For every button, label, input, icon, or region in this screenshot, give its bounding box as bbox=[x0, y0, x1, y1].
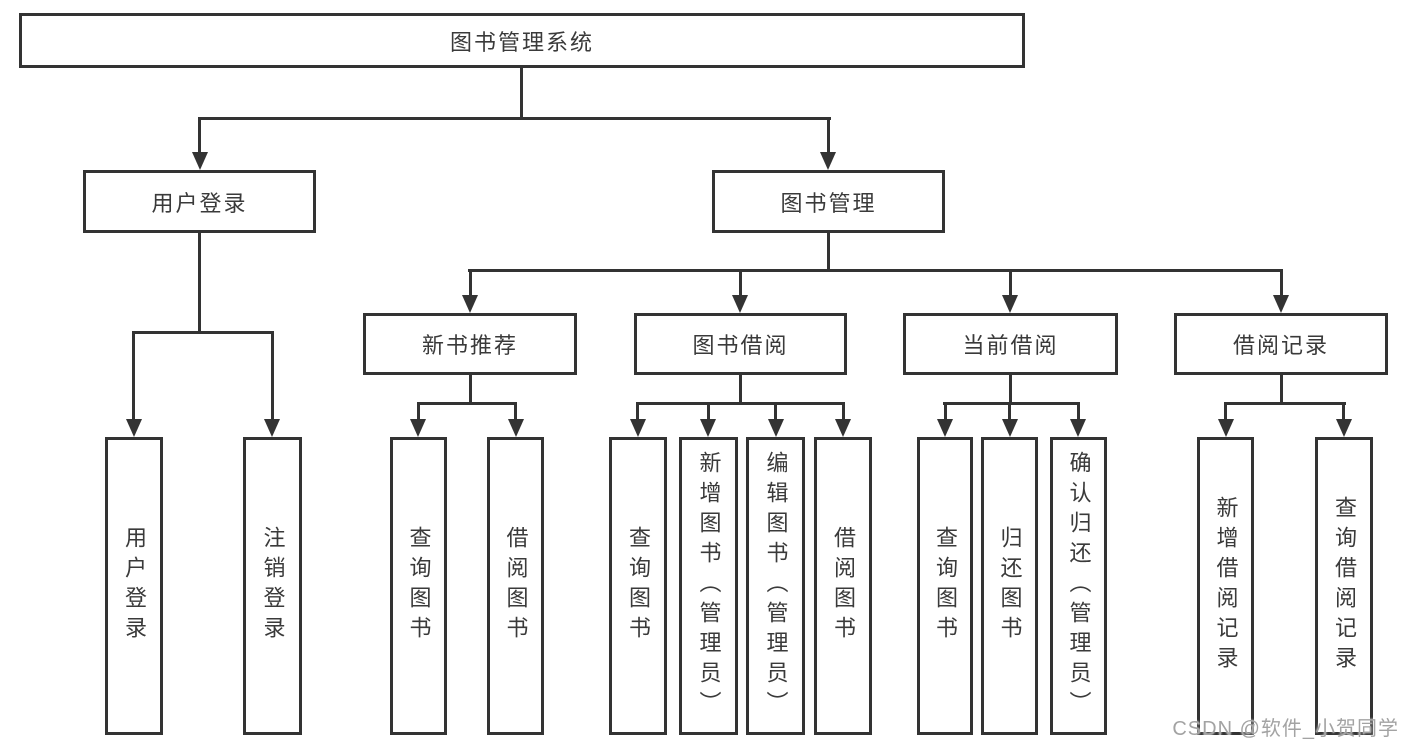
connector-vline bbox=[1280, 375, 1283, 404]
connector-hline bbox=[417, 402, 517, 405]
node-edit-books-admin: 编辑图书（管理员） bbox=[746, 437, 805, 735]
connector-vline bbox=[1280, 269, 1283, 297]
node-return-books: 归还图书 bbox=[981, 437, 1038, 735]
node-current-borrowing: 当前借阅 bbox=[903, 313, 1118, 375]
node-library-management-system: 图书管理系统 bbox=[19, 13, 1025, 68]
connector-hline bbox=[468, 269, 1282, 272]
node-label: 图书管理系统 bbox=[449, 29, 594, 55]
node-label: 图书借阅 bbox=[692, 333, 789, 358]
arrowhead-down-icon bbox=[732, 295, 748, 313]
connector-vline bbox=[1077, 402, 1080, 419]
arrowhead-down-icon bbox=[462, 295, 478, 313]
node-query-books-borrowing: 查询图书 bbox=[609, 437, 667, 735]
connector-vline bbox=[1009, 375, 1012, 404]
node-logout-action: 注销登录 bbox=[243, 437, 302, 735]
connector-vline bbox=[514, 402, 517, 419]
node-label: 用户登录 bbox=[151, 190, 248, 216]
connector-vline bbox=[739, 375, 742, 404]
connector-vline bbox=[842, 402, 845, 419]
node-label: 查询图书 bbox=[933, 526, 958, 646]
arrowhead-down-icon bbox=[1336, 419, 1352, 437]
node-label: 归还图书 bbox=[997, 526, 1023, 646]
arrowhead-down-icon bbox=[192, 152, 208, 170]
node-label: 新书推荐 bbox=[421, 333, 518, 358]
connector-vline bbox=[774, 402, 777, 419]
connector-vline bbox=[1009, 269, 1012, 297]
arrowhead-down-icon bbox=[835, 419, 851, 437]
connector-vline bbox=[469, 375, 472, 404]
node-query-books-current: 查询图书 bbox=[917, 437, 973, 735]
connector-vline bbox=[944, 402, 947, 419]
node-borrowing-records: 借阅记录 bbox=[1174, 313, 1388, 375]
arrowhead-down-icon bbox=[937, 419, 953, 437]
node-label: 当前借阅 bbox=[962, 333, 1059, 358]
connector-hline bbox=[943, 402, 1080, 405]
node-label: 查询借阅记录 bbox=[1332, 496, 1357, 676]
node-label: 新增图书（管理员） bbox=[696, 451, 722, 721]
node-new-book-recommendation: 新书推荐 bbox=[363, 313, 577, 375]
node-label: 图书管理 bbox=[780, 190, 877, 216]
node-book-management: 图书管理 bbox=[712, 170, 945, 233]
arrowhead-down-icon bbox=[264, 419, 280, 437]
node-user-login-action: 用户登录 bbox=[105, 437, 163, 735]
arrowhead-down-icon bbox=[1070, 419, 1086, 437]
node-borrow-books-recommend: 借阅图书 bbox=[487, 437, 544, 735]
connector-vline bbox=[132, 331, 135, 419]
connector-vline bbox=[198, 233, 201, 333]
arrowhead-down-icon bbox=[126, 419, 142, 437]
node-query-books-recommend: 查询图书 bbox=[390, 437, 447, 735]
arrowhead-down-icon bbox=[1273, 295, 1289, 313]
connector-vline bbox=[1008, 402, 1011, 419]
node-add-books-admin: 新增图书（管理员） bbox=[679, 437, 738, 735]
arrowhead-down-icon bbox=[700, 419, 716, 437]
node-user-login: 用户登录 bbox=[83, 170, 316, 233]
node-label: 注销登录 bbox=[260, 526, 286, 646]
node-label: 确认归还（管理员） bbox=[1066, 451, 1092, 721]
arrowhead-down-icon bbox=[1218, 419, 1234, 437]
connector-vline bbox=[707, 402, 710, 419]
connector-hline bbox=[636, 402, 845, 405]
connector-vline bbox=[271, 331, 274, 419]
node-label: 查询图书 bbox=[626, 526, 651, 646]
connector-vline bbox=[417, 402, 420, 419]
node-label: 借阅图书 bbox=[503, 526, 529, 646]
node-borrow-books-borrowing: 借阅图书 bbox=[814, 437, 872, 735]
node-label: 新增借阅记录 bbox=[1213, 496, 1239, 676]
connector-vline bbox=[739, 269, 742, 297]
node-label: 查询图书 bbox=[406, 526, 432, 646]
node-label: 编辑图书（管理员） bbox=[763, 451, 789, 721]
node-add-borrow-record: 新增借阅记录 bbox=[1197, 437, 1254, 735]
node-label: 用户登录 bbox=[122, 526, 147, 646]
arrowhead-down-icon bbox=[410, 419, 426, 437]
node-book-borrowing: 图书借阅 bbox=[634, 313, 847, 375]
arrowhead-down-icon bbox=[508, 419, 524, 437]
connector-hline bbox=[132, 331, 274, 334]
connector-vline bbox=[827, 233, 830, 271]
connector-vline bbox=[469, 269, 472, 297]
connector-hline bbox=[1224, 402, 1346, 405]
connector-hline bbox=[198, 117, 831, 120]
node-label: 借阅记录 bbox=[1232, 333, 1329, 358]
connector-vline bbox=[1224, 402, 1227, 419]
node-query-borrow-record: 查询借阅记录 bbox=[1315, 437, 1373, 735]
arrowhead-down-icon bbox=[1002, 419, 1018, 437]
watermark-text: CSDN @软件_小贺同学 bbox=[1172, 718, 1399, 740]
arrowhead-down-icon bbox=[820, 152, 836, 170]
connector-vline bbox=[827, 117, 830, 154]
arrowhead-down-icon bbox=[630, 419, 646, 437]
arrowhead-down-icon bbox=[768, 419, 784, 437]
connector-vline bbox=[636, 402, 639, 419]
connector-vline bbox=[198, 117, 201, 154]
connector-vline bbox=[520, 68, 523, 119]
node-confirm-return-admin: 确认归还（管理员） bbox=[1050, 437, 1107, 735]
connector-vline bbox=[1342, 402, 1345, 419]
node-label: 借阅图书 bbox=[831, 526, 856, 646]
arrowhead-down-icon bbox=[1002, 295, 1018, 313]
